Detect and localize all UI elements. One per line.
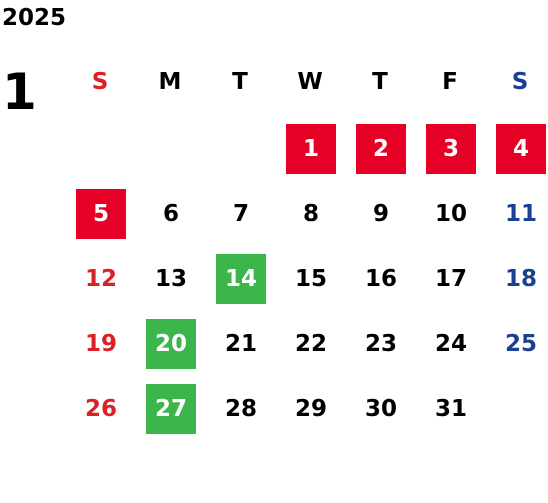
day-cell-2[interactable]: 2 [356, 124, 406, 174]
day-cell-4[interactable]: 4 [496, 124, 546, 174]
day-cell-25[interactable]: 25 [504, 331, 537, 357]
day-cell-6[interactable]: 6 [162, 201, 179, 227]
day-cell-21[interactable]: 21 [224, 331, 257, 357]
day-cell-1[interactable]: 1 [286, 124, 336, 174]
weekday-header-2: T [232, 69, 248, 95]
weekday-header-5: F [442, 69, 458, 95]
day-cell-3[interactable]: 3 [426, 124, 476, 174]
day-cell-5[interactable]: 5 [76, 189, 126, 239]
day-cell-29[interactable]: 29 [294, 396, 327, 422]
day-cell-27[interactable]: 27 [146, 384, 196, 434]
day-cell-24[interactable]: 24 [434, 331, 467, 357]
weekday-header-3: W [297, 69, 323, 95]
weekday-header-6: S [511, 69, 529, 95]
weekday-header-4: T [372, 69, 388, 95]
day-cell-7[interactable]: 7 [232, 201, 249, 227]
day-cell-16[interactable]: 16 [364, 266, 397, 292]
day-cell-20[interactable]: 20 [146, 319, 196, 369]
day-cell-19[interactable]: 19 [84, 331, 117, 357]
day-cell-17[interactable]: 17 [434, 266, 467, 292]
day-cell-31[interactable]: 31 [434, 396, 467, 422]
day-cell-30[interactable]: 30 [364, 396, 397, 422]
year-label: 2025 [2, 5, 67, 31]
day-cell-26[interactable]: 26 [84, 396, 117, 422]
day-cell-14[interactable]: 14 [216, 254, 266, 304]
day-cell-11[interactable]: 11 [504, 201, 537, 227]
weekday-header-0: S [91, 69, 109, 95]
day-cell-28[interactable]: 28 [224, 396, 257, 422]
day-cell-10[interactable]: 10 [434, 201, 467, 227]
day-cell-23[interactable]: 23 [364, 331, 397, 357]
weekday-header-1: M [158, 69, 182, 95]
day-cell-15[interactable]: 15 [294, 266, 327, 292]
day-cell-8[interactable]: 8 [302, 201, 319, 227]
day-cell-13[interactable]: 13 [154, 266, 187, 292]
month-label: 1 [2, 63, 37, 121]
day-cell-9[interactable]: 9 [372, 201, 389, 227]
day-cell-22[interactable]: 22 [294, 331, 327, 357]
day-cell-18[interactable]: 18 [504, 266, 537, 292]
day-cell-12[interactable]: 12 [84, 266, 117, 292]
